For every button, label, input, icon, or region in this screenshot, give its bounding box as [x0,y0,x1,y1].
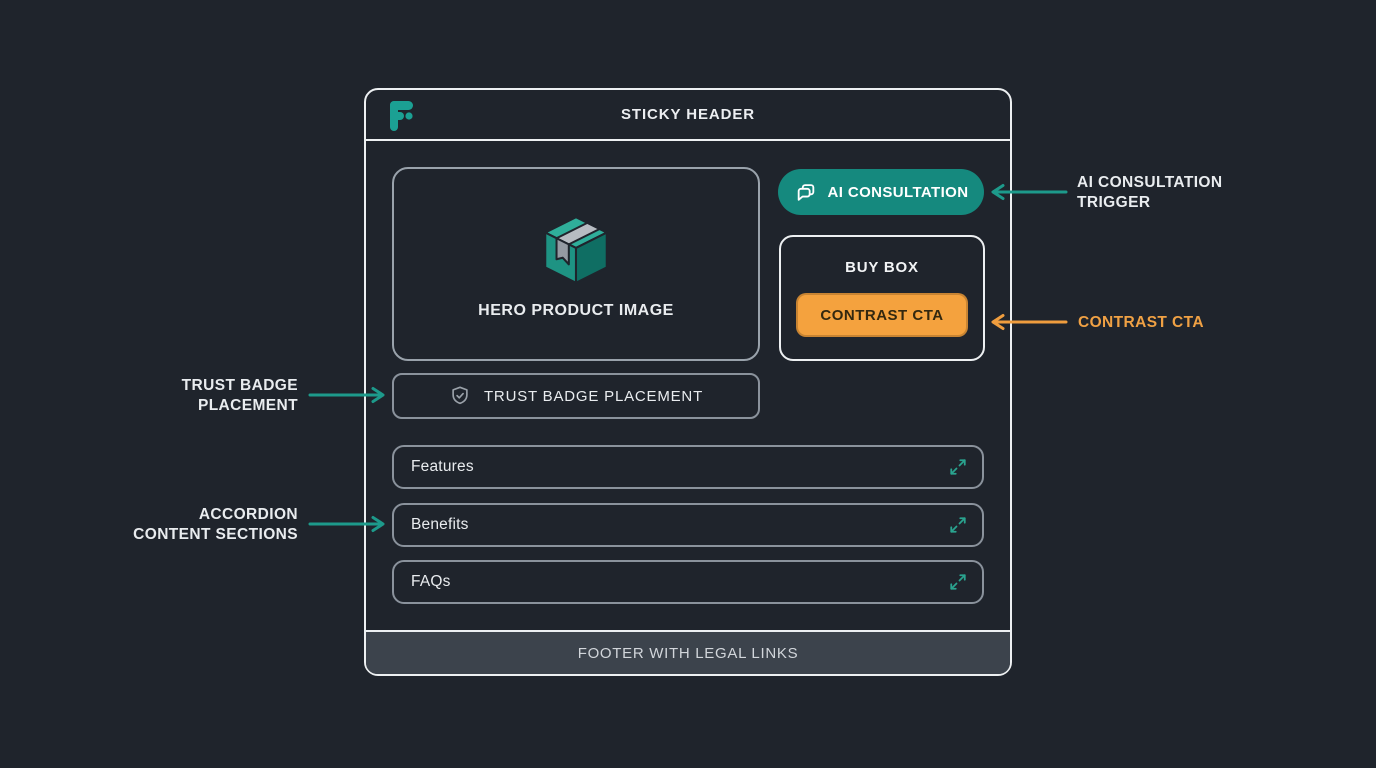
buy-box: BUY BOX CONTRAST CTA [779,235,985,361]
annotation-trust-badge-placement: TRUST BADGE PLACEMENT [182,376,298,416]
hero-product-image-placeholder: HERO PRODUCT IMAGE [392,167,760,361]
annotation-line: TRUST BADGE [181,377,298,394]
expand-arrows-icon [949,516,967,534]
accordion-label: Benefits [411,516,469,533]
annotation-accordion-content-sections: ACCORDION CONTENT SECTIONS [133,505,298,545]
annotation-contrast-cta: CONTRAST CTA [1078,313,1204,333]
accordion-features[interactable]: Features [392,445,984,489]
hero-label: HERO PRODUCT IMAGE [478,301,674,319]
ai-consultation-button[interactable]: AI CONSULTATION [778,169,984,215]
ai-consultation-label: AI CONSULTATION [827,183,969,201]
accordion-faqs[interactable]: FAQs [392,560,984,604]
footer-legal-links: FOOTER WITH LEGAL LINKS [366,630,1010,674]
annotation-line: ACCORDION [198,506,298,523]
buy-box-title: BUY BOX [845,259,919,276]
annotation-ai-consultation-trigger: AI CONSULTATION TRIGGER [1077,173,1223,213]
contrast-cta-button[interactable]: CONTRAST CTA [796,293,968,337]
expand-arrows-icon [949,458,967,476]
annotation-line: CONTENT SECTIONS [133,526,298,543]
trust-badge-arrow-icon [308,386,390,404]
sticky-header: STICKY HEADER [366,90,1010,141]
shield-check-icon [449,384,471,408]
annotation-line: AI CONSULTATION [1077,174,1223,191]
trust-badge-placement: TRUST BADGE PLACEMENT [392,373,760,419]
accordion-label: Features [411,458,474,475]
ai-trigger-arrow-icon [986,183,1068,201]
annotation-line: CONTRAST CTA [1078,314,1204,331]
accordion-benefits[interactable]: Benefits [392,503,984,547]
chat-bubbles-icon [794,181,818,203]
contrast-cta-arrow-icon [986,313,1068,331]
landing-page-wireframe: STICKY HEADER HERO PRODUCT IMAGE [364,88,1012,676]
sticky-header-title: STICKY HEADER [621,106,755,123]
trust-badge-label: TRUST BADGE PLACEMENT [483,387,704,405]
accordion-label: FAQs [411,573,451,590]
brand-logo-icon [390,101,417,131]
package-box-icon [535,209,617,289]
expand-arrows-icon [949,573,967,591]
accordion-sections-arrow-icon [308,515,390,533]
annotation-line: PLACEMENT [197,397,298,414]
annotation-line: TRIGGER [1077,194,1151,211]
